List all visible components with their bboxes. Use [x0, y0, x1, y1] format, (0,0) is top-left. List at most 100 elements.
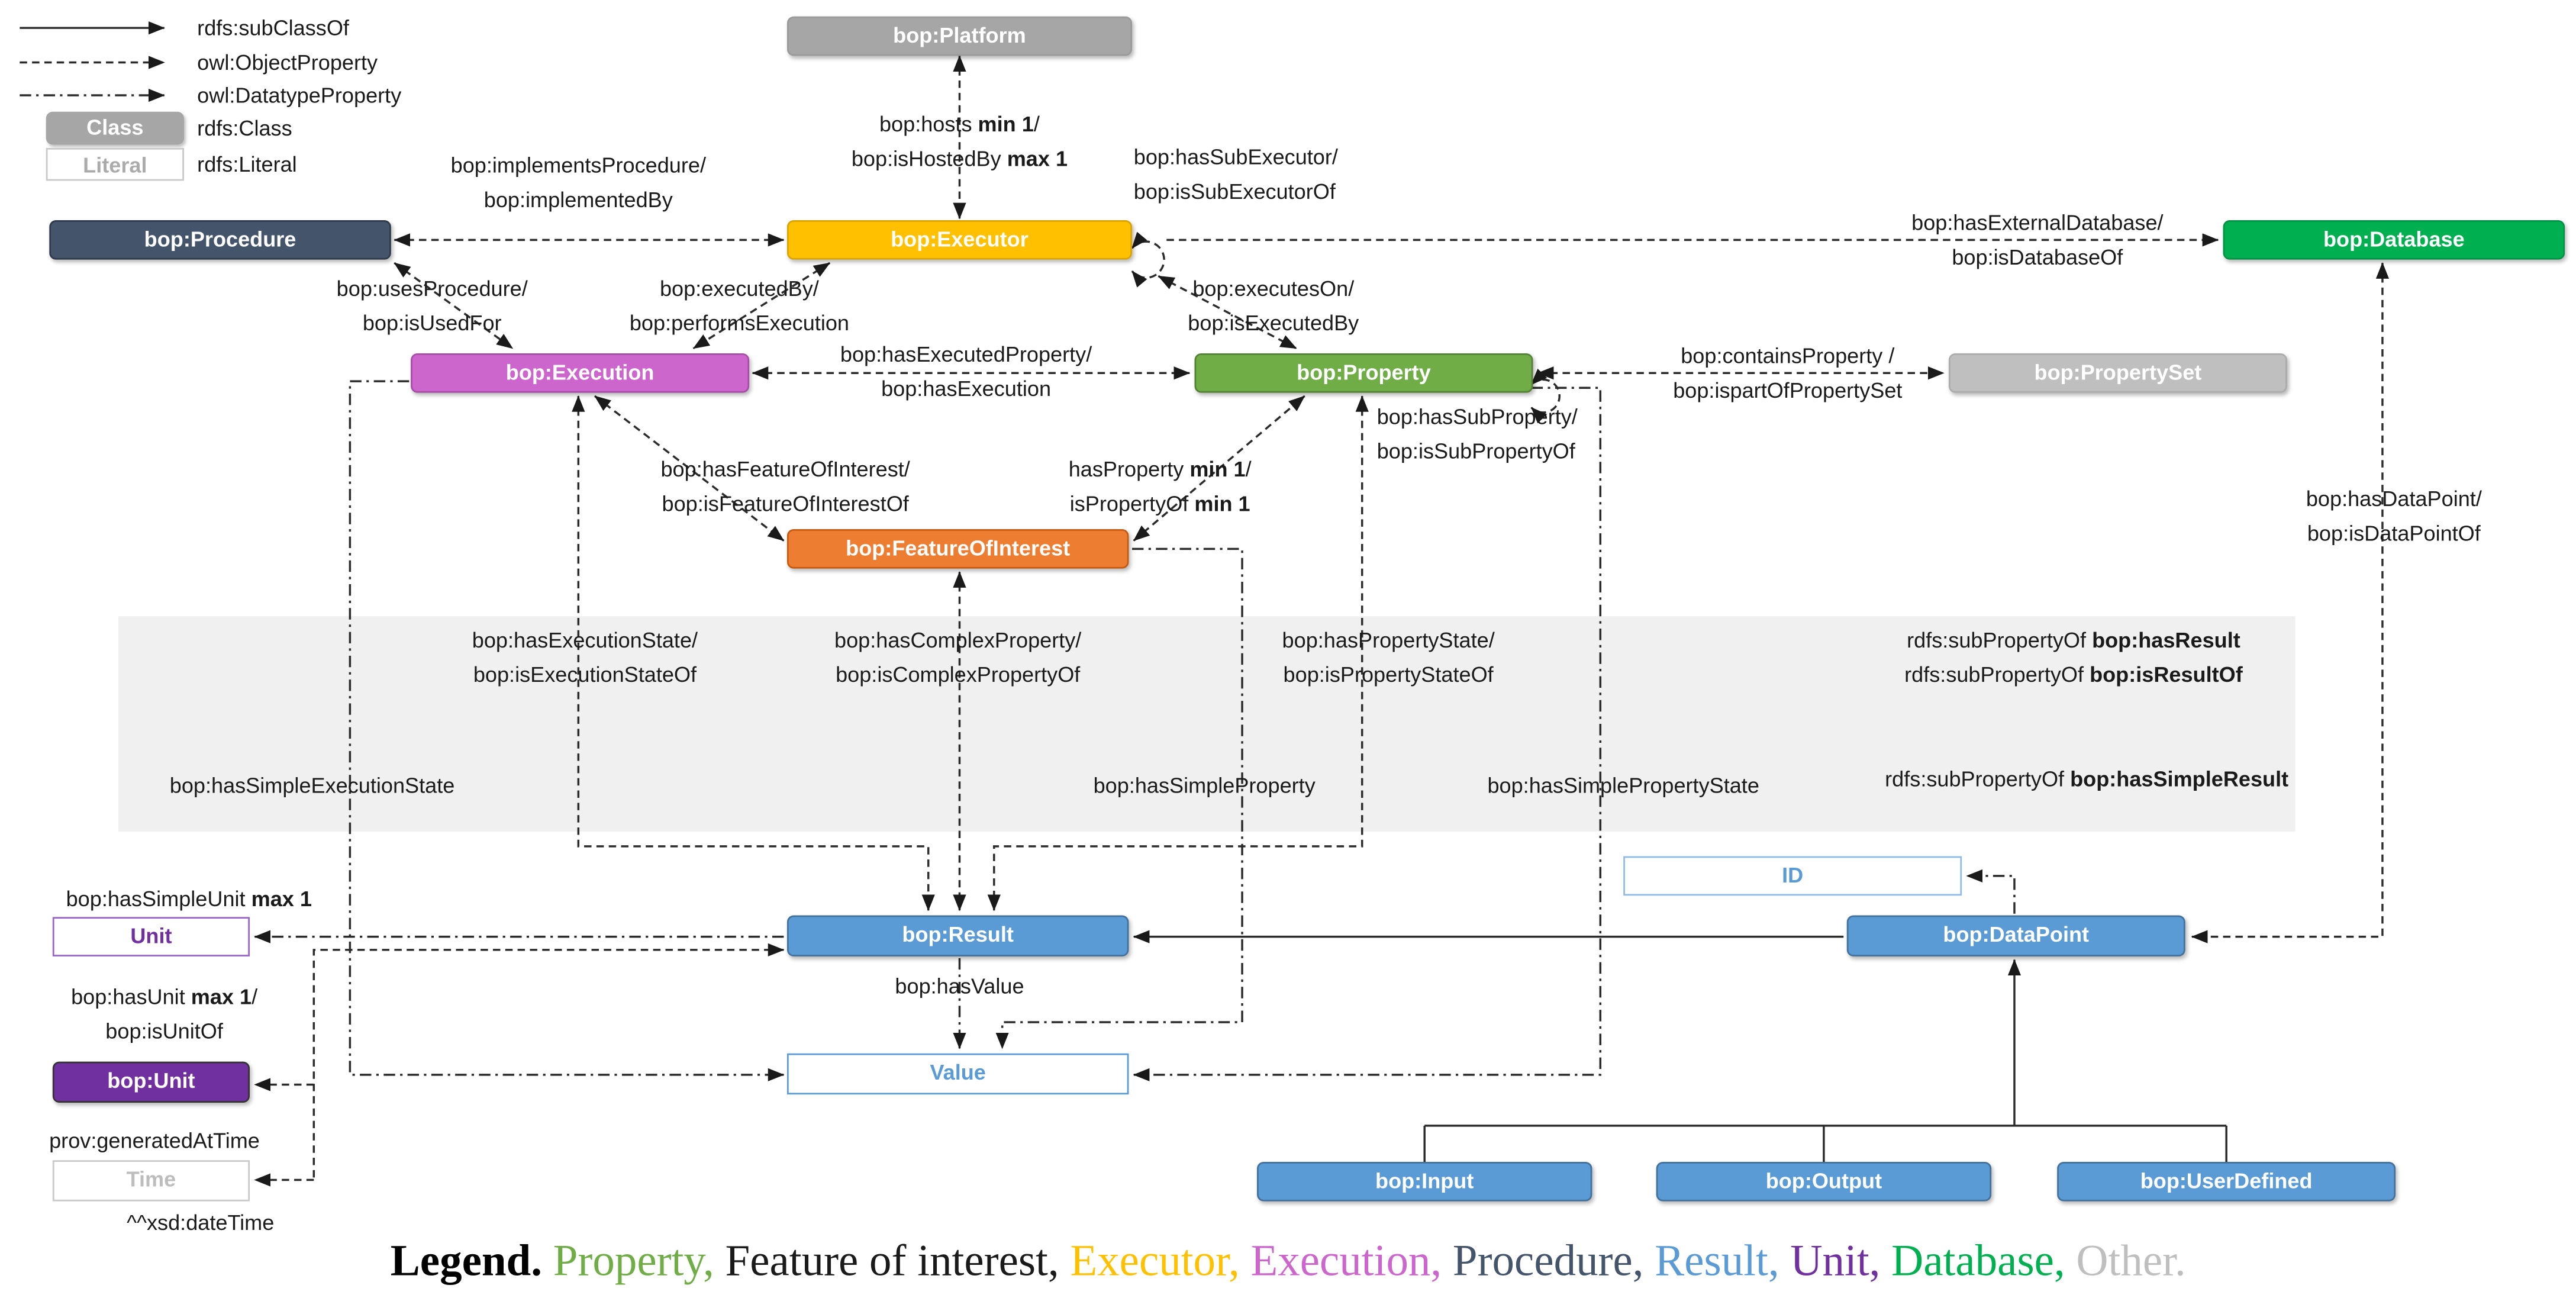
edge-datapoint-id: [1966, 869, 2016, 914]
label-text: rdfs:subPropertyOf: [1907, 627, 2093, 653]
label-text: bop:hasPropertyState/: [1282, 627, 1495, 653]
edge-label-has-sub-property: bop:hasSubProperty/bop:isSubPropertyOf: [1377, 400, 1578, 469]
band-label-has-simple-property-state: bop:hasSimplePropertyState: [1487, 768, 1759, 803]
label-text: bop:hosts: [879, 111, 978, 137]
bottom-legend-entry: Other.: [2076, 1235, 2186, 1286]
label-text: bop:isUnitOf: [105, 1019, 223, 1044]
legend-label-class: rdfs:Class: [197, 115, 292, 141]
edge-has-sub-executor-loop: [1131, 231, 1165, 288]
edge-label-has-simple-unit: bop:hasSimpleUnit max 1: [66, 882, 312, 916]
label-text: bop:isDataPointOf: [2307, 521, 2481, 546]
label-text: bop:hasComplexProperty/: [834, 627, 1082, 653]
edge-label-contains-property: bop:containsProperty / bop:ispartOfProper…: [1673, 339, 1902, 408]
label-text: bop:hasUnit: [71, 984, 191, 1009]
label-text: bop:performsExecution: [629, 310, 850, 336]
edge-label-has-sub-executor: bop:hasSubExecutor/bop:isSubExecutorOf: [1134, 140, 1338, 209]
edge-label-has-executed-property: bop:hasExecutedProperty/bop:hasExecution: [840, 337, 1092, 406]
label-text: bop:hasSimpleResult: [2070, 766, 2289, 791]
node-database: bop:Database: [2223, 220, 2565, 260]
edge-label-implements-procedure: bop:implementsProcedure/bop:implementedB…: [451, 148, 706, 217]
label-text: bop:isExecutionStateOf: [473, 662, 697, 687]
band-label-has-simple-execution-state: bop:hasSimpleExecutionState: [170, 768, 455, 803]
label-text: hasProperty: [1068, 456, 1190, 482]
bottom-legend-entry: Executor,: [1070, 1235, 1251, 1286]
edge-label-xsd-date-time: ^^xsd:dateTime: [127, 1206, 274, 1240]
edge-has-simple-property-state: [1133, 386, 1602, 1081]
node-unit-literal: Unit: [52, 917, 250, 956]
band-label-has-simple-property: bop:hasSimpleProperty: [1094, 768, 1316, 803]
label-text: bop:containsProperty /: [1681, 343, 1895, 368]
edge-has-sub-property-loop: [1530, 368, 1561, 424]
label-text: bop:hasSimplePropertyState: [1487, 773, 1759, 798]
label-text: bop:hasExternalDatabase/: [1911, 210, 2164, 236]
label-text: bop:isSubPropertyOf: [1376, 439, 1575, 463]
bottom-legend-entry: Database,: [1891, 1235, 2077, 1286]
label-text: bop:isComplexPropertyOf: [836, 662, 1081, 687]
label-text: bop:hasExecution: [881, 376, 1052, 401]
node-property: bop:Property: [1194, 353, 1533, 393]
node-execution: bop:Execution: [411, 353, 750, 393]
node-bop-unit: bop:Unit: [52, 1061, 250, 1103]
label-text: min 1: [1189, 456, 1246, 482]
node-time-literal: Time: [52, 1160, 250, 1202]
node-propertyset: bop:PropertySet: [1948, 353, 2287, 393]
edge-subclass-tree: [1423, 1125, 2227, 1162]
label-text: bop:isResultOf: [2090, 662, 2243, 687]
label-text: bop:hasDataPoint/: [2306, 486, 2482, 511]
label-text: bop:isSubExecutorOf: [1133, 179, 1336, 204]
edge-label-has-external-database: bop:hasExternalDatabase/bop:isDatabaseOf: [1911, 205, 2163, 275]
label-text: bop:ispartOfPropertySet: [1673, 378, 1903, 403]
label-text: bop:isFeatureOfInterestOf: [662, 491, 909, 516]
node-procedure: bop:Procedure: [49, 220, 391, 260]
label-text: bop:implementedBy: [483, 187, 673, 212]
label-text: bop:isHostedBy: [851, 146, 1007, 171]
node-id-literal: ID: [1623, 856, 1962, 896]
edge-executed-by: [692, 262, 831, 350]
node-input: bop:Input: [1257, 1161, 1592, 1202]
node-platform: bop:Platform: [786, 16, 1133, 56]
node-output: bop:Output: [1656, 1161, 1992, 1202]
label-text: bop:hasSimpleUnit: [66, 886, 252, 912]
node-userdefined: bop:UserDefined: [2057, 1161, 2396, 1202]
legend-label-literal: rdfs:Literal: [197, 152, 297, 177]
label-text: bop:hasValue: [895, 974, 1024, 999]
bottom-legend-entry: Execution,: [1250, 1235, 1453, 1286]
label-text: /: [252, 984, 258, 1009]
legend-label-solid: rdfs:subClassOf: [197, 15, 349, 41]
label-text: bop:isPropertyStateOf: [1283, 662, 1494, 687]
band-label-sub-property-of-simple-result: rdfs:subPropertyOf bop:hasSimpleResult: [1885, 762, 2288, 796]
legend-label-dashed: owl:ObjectProperty: [197, 50, 378, 75]
label-text: prov:generatedAtTime: [49, 1128, 260, 1153]
node-datapoint: bop:DataPoint: [1846, 915, 2185, 956]
label-text: max 1: [191, 984, 252, 1009]
legend-chip-literal: Literal: [46, 147, 184, 181]
label-text: rdfs:subPropertyOf: [1904, 662, 2090, 687]
legend-chip-class: Class: [46, 111, 184, 145]
bottom-legend-entry: Procedure,: [1452, 1235, 1655, 1286]
label-text: bop:executedBy/: [659, 276, 819, 301]
edge-executes-on: [1158, 275, 1297, 350]
label-text: ^^xsd:dateTime: [127, 1210, 275, 1235]
label-text: rdfs:subPropertyOf: [1885, 766, 2071, 791]
label-text: min 1: [978, 111, 1034, 137]
edge-has-unit: [312, 943, 785, 1180]
node-value-literal: Value: [786, 1053, 1129, 1095]
label-text: /: [1245, 456, 1252, 482]
edge-has-data-point: [2191, 262, 2390, 943]
label-text: bop:hasFeatureOfInterest/: [660, 456, 910, 482]
edge-has-property-state: [987, 395, 1369, 912]
label-text: bop:hasSimpleExecutionState: [169, 773, 455, 798]
node-featureofinterest: bop:FeatureOfInterest: [786, 529, 1129, 569]
label-text: bop:hasExecutedProperty/: [840, 342, 1092, 367]
legend-label-dashdot: owl:DatatypeProperty: [197, 83, 402, 108]
label-text: bop:hasExecutionState/: [472, 627, 698, 653]
band-label-has-property-state: bop:hasPropertyState/bop:isPropertyState…: [1282, 623, 1495, 692]
edge-label-has-data-point: bop:hasDataPoint/bop:isDataPointOf: [2306, 482, 2482, 551]
label-text: isPropertyOf: [1069, 491, 1195, 516]
label-text: bop:executesOn/: [1192, 276, 1355, 301]
edge-label-executes-on: bop:executesOn/bop:isExecutedBy: [1188, 271, 1359, 340]
bottom-legend-entry: Result,: [1655, 1235, 1791, 1286]
edge-label-uses-procedure: bop:usesProcedure/bop:isUsedFor: [337, 271, 528, 340]
